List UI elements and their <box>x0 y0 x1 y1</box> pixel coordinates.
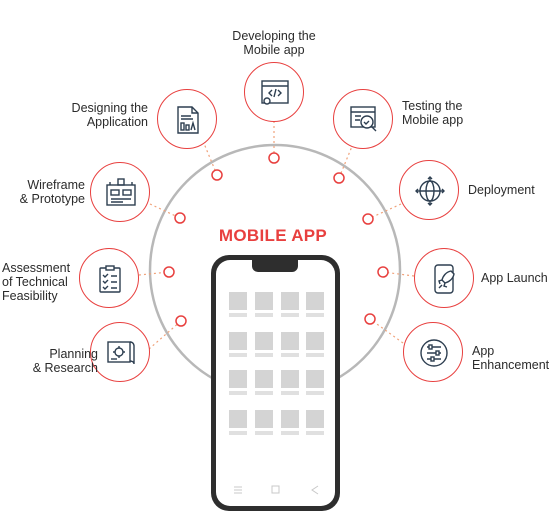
phone-screen <box>216 260 335 506</box>
design-document-icon <box>157 89 217 149</box>
app-label-placeholder <box>281 353 299 357</box>
app-label-placeholder <box>306 431 324 435</box>
app-icon-placeholder <box>306 332 324 350</box>
app-icon-placeholder <box>306 410 324 428</box>
app-label-placeholder <box>255 431 273 435</box>
step-label-designing: Designing the Application <box>71 101 148 129</box>
ring-node-testing <box>333 172 345 184</box>
app-label-placeholder <box>255 353 273 357</box>
app-icon-placeholder <box>281 332 299 350</box>
app-label-placeholder <box>229 353 247 357</box>
step-label-deployment: Deployment <box>468 183 535 197</box>
app-label-placeholder <box>306 391 324 395</box>
sliders-enhancement-icon <box>403 322 463 382</box>
app-label-placeholder <box>306 313 324 317</box>
connector-planning <box>148 320 182 350</box>
code-window-icon <box>244 62 304 122</box>
ring-node-launch <box>377 266 389 278</box>
deployment-globe-icon <box>399 160 459 220</box>
ring-node-planning <box>175 315 187 327</box>
app-label-placeholder <box>229 431 247 435</box>
app-label-placeholder <box>306 353 324 357</box>
rocket-launch-icon <box>414 248 474 308</box>
app-label-placeholder <box>281 431 299 435</box>
connector-deployment <box>367 203 402 220</box>
ring-node-deployment <box>362 213 374 225</box>
connector-enhancement <box>369 318 404 344</box>
testing-magnifier-icon <box>333 89 393 149</box>
app-icon-placeholder <box>306 370 324 388</box>
app-icon-placeholder <box>306 292 324 310</box>
app-label-placeholder <box>229 391 247 395</box>
app-label-placeholder <box>281 313 299 317</box>
nav-back-icon <box>311 485 319 495</box>
app-icon-placeholder <box>229 370 247 388</box>
app-icon-placeholder <box>229 292 247 310</box>
step-label-assessment: Assessment of Technical Feasibility <box>2 261 71 303</box>
phone-illustration <box>211 255 340 511</box>
app-label-placeholder <box>281 391 299 395</box>
planning-blueprint-icon <box>90 322 150 382</box>
ring-node-developing <box>268 152 280 164</box>
nav-home-icon <box>271 485 280 494</box>
ring-node-wireframe <box>174 212 186 224</box>
step-label-testing: Testing the Mobile app <box>402 99 464 127</box>
step-label-wireframe: Wireframe & Prototype <box>19 178 85 206</box>
app-icon-placeholder <box>281 370 299 388</box>
step-label-launch: App Launch <box>481 271 548 285</box>
ring-node-assessment <box>163 266 175 278</box>
connector-designing <box>202 140 218 176</box>
step-label-developing: Developing the Mobile app <box>232 29 316 57</box>
app-icon-placeholder <box>229 410 247 428</box>
app-icon-placeholder <box>255 410 273 428</box>
app-label-placeholder <box>229 313 247 317</box>
ring-node-enhancement <box>364 313 376 325</box>
app-icon-placeholder <box>229 332 247 350</box>
step-label-planning: Planning & Research <box>32 347 98 375</box>
connector-testing <box>338 138 356 179</box>
ring-node-designing <box>211 169 223 181</box>
app-icon-placeholder <box>255 292 273 310</box>
app-icon-placeholder <box>255 370 273 388</box>
app-label-placeholder <box>255 391 273 395</box>
step-label-enhancement: App Enhancement <box>472 344 550 372</box>
wireframe-icon <box>90 162 150 222</box>
clipboard-checklist-icon <box>79 248 139 308</box>
phone-notch <box>252 260 298 272</box>
app-icon-placeholder <box>255 332 273 350</box>
connector-wireframe <box>149 203 181 219</box>
app-icon-placeholder <box>281 292 299 310</box>
center-title: MOBILE APP <box>218 226 328 245</box>
app-label-placeholder <box>255 313 273 317</box>
app-icon-placeholder <box>281 410 299 428</box>
